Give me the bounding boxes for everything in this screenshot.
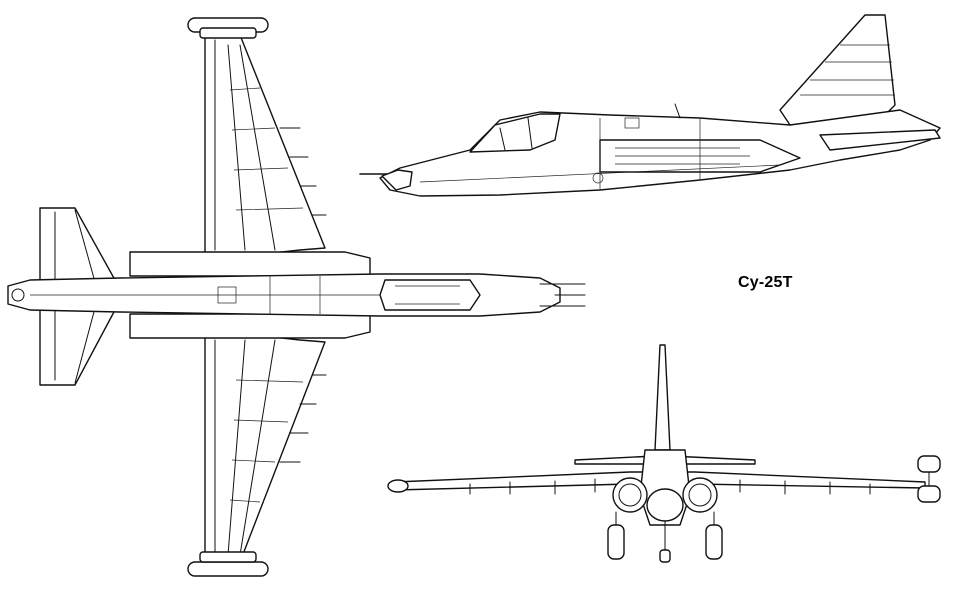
front-view	[387, 344, 941, 563]
aircraft-designation-label: Су-25Т	[738, 274, 793, 291]
top-view	[7, 17, 586, 577]
top-view-lower-wing	[204, 334, 326, 563]
side-view-canopy	[469, 113, 561, 153]
front-view-fin	[654, 344, 671, 451]
front-view-intake-right	[682, 477, 718, 513]
side-view	[359, 14, 941, 197]
front-view-intake-left	[612, 477, 648, 513]
top-view-upper-wing	[204, 34, 326, 256]
top-view-engine-right	[129, 313, 371, 339]
top-view-engine-left	[129, 251, 371, 277]
side-view-fin	[779, 14, 896, 126]
